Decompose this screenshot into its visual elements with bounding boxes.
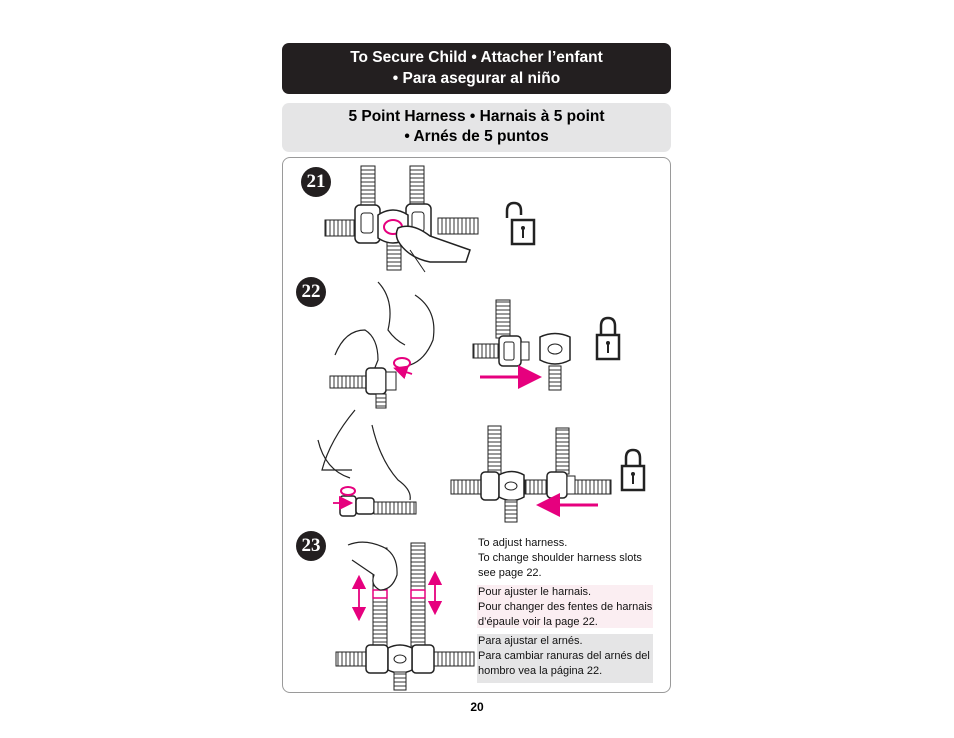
page-number: 20 xyxy=(470,700,484,714)
english-note: To adjust harness. To change shoulder ha… xyxy=(478,536,653,581)
french-note: Pour ajuster le harnais. Pour changer de… xyxy=(477,585,653,628)
step22-buckle-joined xyxy=(450,425,612,523)
section-title-banner: To Secure Child • Attacher l’enfant • Pa… xyxy=(282,43,671,94)
crotch-strap xyxy=(386,239,402,271)
subsection-title-line1: 5 Point Harness • Harnais à 5 point xyxy=(348,108,605,125)
english-note-line1: To adjust harness. xyxy=(478,537,568,549)
english-note-line2: To change shoulder harness slots see pag… xyxy=(478,552,642,579)
spanish-note-line2: Para cambiar ranuras del arnés del hombr… xyxy=(478,650,650,677)
padlock-open-icon xyxy=(505,201,536,246)
step-21-badge: 21 xyxy=(301,167,331,197)
french-note-line1: Pour ajuster le harnais. xyxy=(478,586,592,598)
step22-hands-illustration xyxy=(329,281,435,409)
padlock-closed-icon xyxy=(620,448,646,492)
subsection-title-banner: 5 Point Harness • Harnais à 5 point • Ar… xyxy=(282,103,671,152)
step-23-badge: 23 xyxy=(296,531,326,561)
step21-illustration xyxy=(324,165,479,273)
padlock-closed-icon xyxy=(595,316,621,361)
spanish-note-line1: Para ajustar el arnés. xyxy=(478,635,583,647)
left-waist-strap xyxy=(324,219,356,237)
step-22-badge: 22 xyxy=(296,277,326,307)
instruction-panel xyxy=(282,157,671,693)
right-waist-strap xyxy=(437,217,479,235)
subsection-title-line2: • Arnés de 5 puntos xyxy=(404,128,549,145)
section-title-line1: To Secure Child • Attacher l’enfant xyxy=(350,49,603,66)
section-title-line2: • Para asegurar al niño xyxy=(392,70,561,87)
step22-buckle-separate xyxy=(472,299,571,391)
step23-illustration xyxy=(335,541,475,691)
pressing-hand xyxy=(395,225,471,263)
spanish-note: Para ajustar el arnés. Para cambiar ranu… xyxy=(477,634,653,683)
french-note-line2: Pour changer des fentes de harnais d’épa… xyxy=(478,601,653,628)
step22-hands-lower-illustration xyxy=(317,409,417,517)
